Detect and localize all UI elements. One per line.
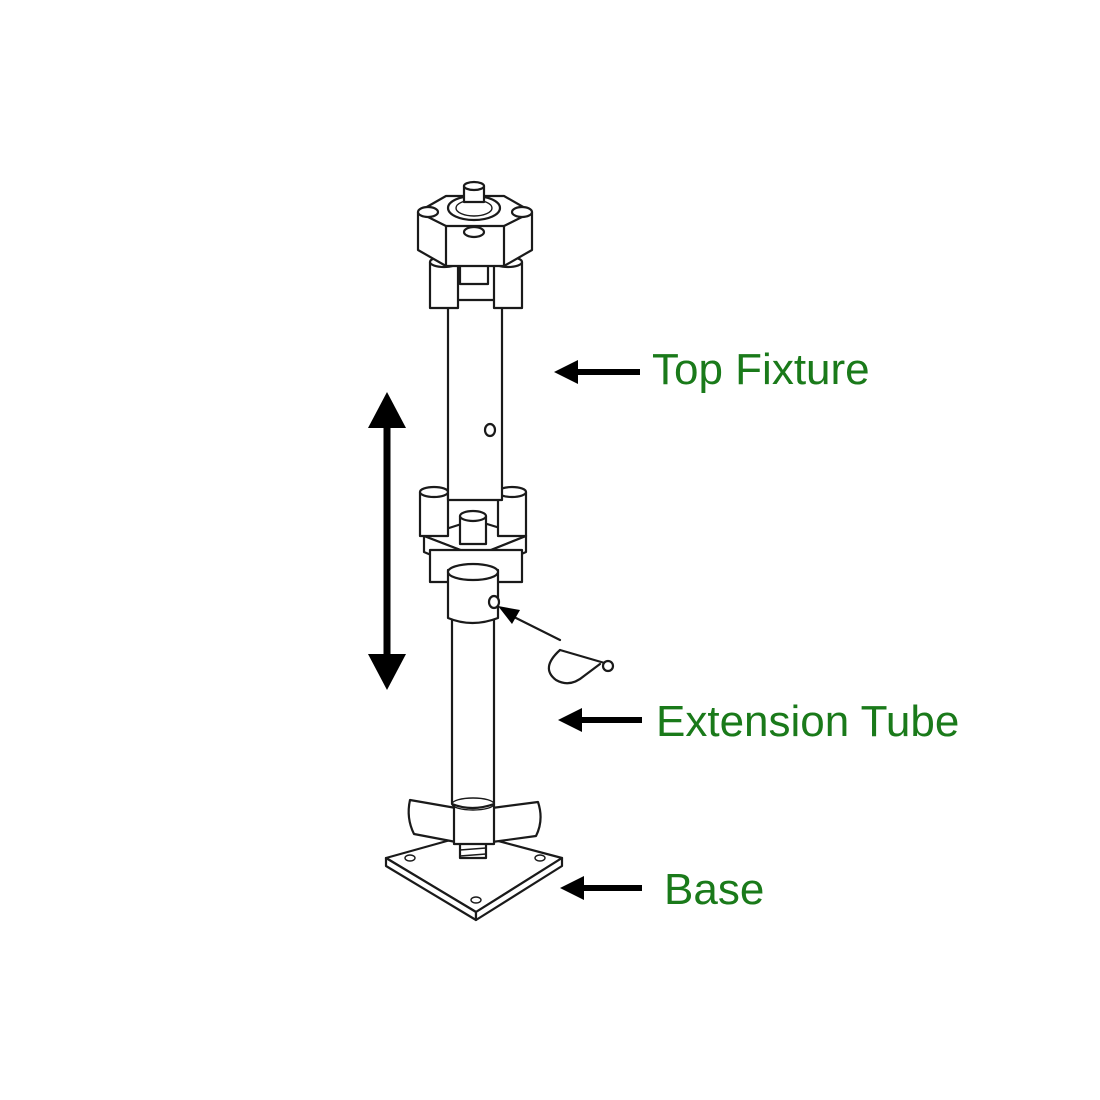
top-fixture-shape [416,180,534,310]
arrow-extension-tube [558,708,642,732]
label-extension-tube: Extension Tube [656,697,960,746]
arrow-base [560,876,642,900]
upper-tube [446,298,504,502]
arrow-top-fixture [554,360,640,384]
pin-insertion-arrow [498,606,562,642]
middle-cross-posts [418,485,528,546]
base-plate [384,832,564,922]
label-base: Base [664,865,765,914]
extension-tube-shape [450,610,496,811]
retaining-pin [547,648,615,685]
middle-collar [422,518,528,625]
height-adjust-double-arrow [368,392,406,690]
label-top-fixture: Top Fixture [652,345,870,394]
